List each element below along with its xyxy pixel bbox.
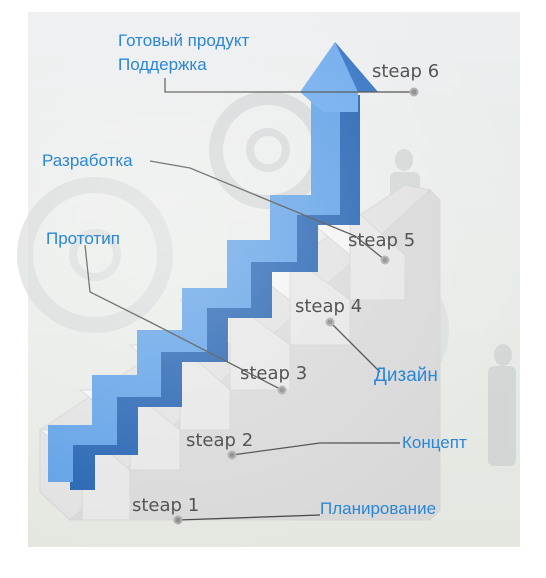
design-label: Дизайн [374,365,438,386]
leader-lines [84,78,414,521]
final-product-label: Готовый продукт [118,31,250,50]
support-label: Поддержка [118,55,207,74]
step-5-label: steap 5 [348,230,416,251]
planning-label: Планирование [320,499,437,518]
step-3-label: steap 3 [240,363,308,384]
step-4-label: steap 4 [295,296,363,317]
step-2-label: steap 2 [186,430,254,451]
prototype-label: Прототип [46,229,120,248]
step-6-label: steap 6 [372,61,440,82]
concept-label: Концепт [402,433,467,452]
development-label: Разработка [42,151,133,170]
progress-arrow [48,42,378,490]
step-1-label: steap 1 [132,495,200,516]
arrow-head [300,42,378,112]
gear-icon [17,177,173,333]
arrow-body [48,85,340,482]
pin-markers [173,87,419,525]
